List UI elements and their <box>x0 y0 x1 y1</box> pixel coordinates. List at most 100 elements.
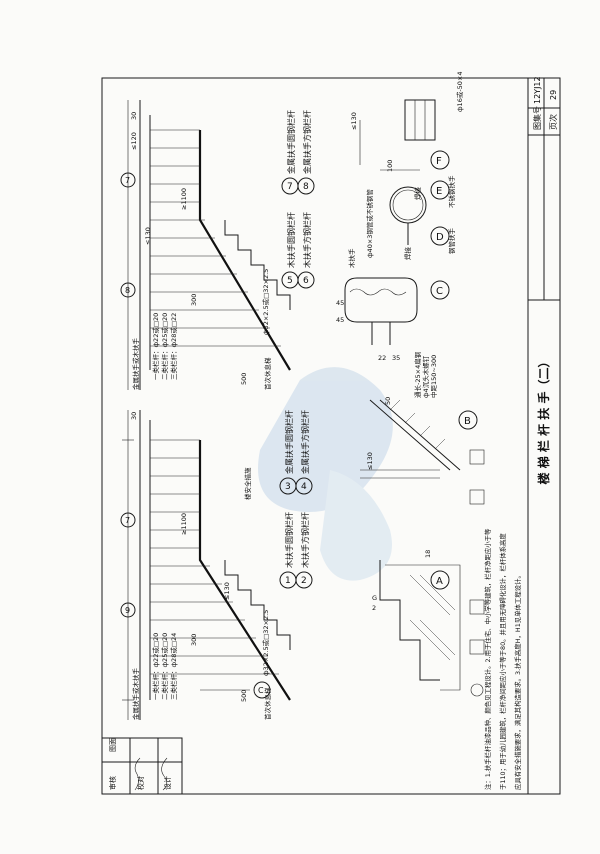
right-stair-elevation: 7 8 金属扶手或木扶手 一类栏杆：ф22或□20 二类栏杆：ф25或□20 三… <box>120 100 291 391</box>
detail-c-circle <box>430 280 450 300</box>
right-marker-top-circle <box>120 172 136 188</box>
detail-de-spec: ф40×3钢管或不锈钢管 <box>365 189 374 258</box>
legend-6-num: 6 <box>303 276 309 286</box>
right-floor-note: 首次休息梯 <box>263 357 272 390</box>
legend-2-text: 木扶手方钢栏杆 <box>300 512 310 568</box>
marker-top-text: 7 <box>125 516 130 525</box>
signature-column: 审核 校对 设计 图面 <box>101 737 183 795</box>
left-dim-1100: ≥1100 <box>180 513 188 535</box>
legend-3-num: 3 <box>285 482 291 492</box>
detail-a-circle <box>430 570 450 590</box>
detail-de-weld: 焊接 <box>413 187 422 201</box>
detail-b: B ≤130 50 <box>360 397 485 505</box>
right-pipe-spec: ф32×2.5或□32×2.5 <box>261 269 270 335</box>
right-dim-500: 500 <box>240 373 248 385</box>
right-spec-3: 三类栏杆：ф28或□22 <box>169 313 178 380</box>
detail-e-label: 不锈钢扶手 <box>447 175 456 208</box>
detail-f-spec: ф16或-50×4 <box>455 71 464 112</box>
sig-label-1: 审核 <box>108 776 117 790</box>
legend-7-text: 金属扶手圆钢栏杆 <box>286 110 296 174</box>
marker-top-circle <box>120 512 136 528</box>
detail-c-flat-bar: 通长-25×4扁钢 <box>413 351 422 398</box>
left-pipe-spec: ф32×2.5或□32×2.5 <box>261 610 270 676</box>
detail-b-letter: B <box>464 416 471 427</box>
detail-c-dim-4: 45 <box>336 316 344 324</box>
detail-c-screw-2: 中距150~300 <box>429 355 438 398</box>
detail-c-dim-2: 22 <box>378 354 386 362</box>
left-spec-3: 三类栏杆：ф28或□24 <box>169 633 178 700</box>
marker-side-circle <box>120 602 136 618</box>
right-top-label: 金属扶手或木扶手 <box>131 338 140 391</box>
right-marker-top-text: 7 <box>125 176 130 185</box>
left-dim-30: 30 <box>130 412 138 420</box>
detail-b-50: 50 <box>384 397 392 405</box>
legend-8-circle <box>297 177 315 195</box>
right-marker-side-circle <box>120 282 136 298</box>
detail-a-2: 2 <box>372 604 376 612</box>
atlas-label: 图集号 <box>532 106 542 130</box>
detail-f-100: 100 <box>386 160 394 172</box>
right-spec-2: 二类栏杆：ф25或□20 <box>160 313 169 380</box>
legend-8-num: 8 <box>303 182 309 192</box>
sheet-frame <box>101 77 561 795</box>
detail-a-letter: A <box>436 576 443 587</box>
left-floor-note: 首次休息梯 <box>263 687 272 720</box>
left-dim-500: 500 <box>240 690 248 702</box>
signature-scribble-1 <box>134 757 141 791</box>
legend-4-text: 金属扶手方钢栏杆 <box>300 410 310 474</box>
detail-a-g: G <box>372 594 377 602</box>
detail-e-letter: E <box>436 186 442 197</box>
detail-e-circle <box>430 180 450 200</box>
atlas-number: 12YJ12 <box>533 76 542 104</box>
legend-5-text: 木扶手圆钢栏杆 <box>286 212 296 268</box>
sheet-title: 楼 梯 栏 杆 扶 手（二） <box>536 356 551 485</box>
note-line-1: 注：1.扶手栏杆油漆品种、颜色见工程设计。2.用于住宅、中小学等建筑，栏杆净距应… <box>483 528 492 790</box>
notes: 注：1.扶手栏杆油漆品种、颜色见工程设计。2.用于住宅、中小学等建筑，栏杆净距应… <box>483 528 522 790</box>
legend-6-text: 木扶手方钢栏杆 <box>302 212 312 268</box>
note-line-3: 应具有安全措施要求，满足其构造要求。3.扶手高度H，H1见单体工程设计。 <box>513 572 522 790</box>
right-dim-120: ≤120 <box>130 132 138 150</box>
legend-1-num: 1 <box>285 576 291 586</box>
detail-c-dim-1: 35 <box>392 354 400 362</box>
legend-3-text: 金属扶手圆钢栏杆 <box>284 410 294 474</box>
stamp-text: 图面 <box>109 738 117 752</box>
detail-f-dim: ≤130 <box>350 112 358 130</box>
detail-c-dim-3: 45 <box>336 299 344 307</box>
marker-c-circle <box>253 681 271 699</box>
sig-label-2: 校对 <box>136 776 145 790</box>
detail-c-letter: C <box>436 286 443 297</box>
marker-c-text: C <box>258 686 264 695</box>
right-dim-30: 30 <box>130 112 138 120</box>
note-line-2: 于110；用于幼儿园建筑，栏杆净间距应小于等于80。并且用无障碍化设计，栏杆体系… <box>498 533 507 790</box>
right-dim-130: ≤130 <box>144 227 152 245</box>
left-spec-2: 二类栏杆：ф25或□20 <box>160 633 169 700</box>
right-dim-1100: ≥1100 <box>180 188 188 210</box>
left-safety-note: 楼安全措施 <box>243 467 252 500</box>
detail-f-circle <box>430 150 450 170</box>
legend-8-text: 金属扶手方钢栏杆 <box>302 110 312 174</box>
signature-scribble-2 <box>161 757 168 791</box>
watermark <box>258 367 393 581</box>
detail-de: D 钢管扶手 E 不锈钢扶手 ф40×3钢管或不锈钢管 焊接 <box>365 175 456 258</box>
sig-label-3: 设计 <box>163 776 172 790</box>
page-label: 页次 <box>548 114 558 130</box>
detail-c-screw: ф4沉头木螺钉 <box>421 355 430 398</box>
legend-1-text: 木扶手圆钢栏杆 <box>284 512 294 568</box>
right-dim-300: 300 <box>190 294 198 306</box>
legend-right: 5 木扶手圆钢栏杆 6 木扶手方钢栏杆 7 金属扶手圆钢栏杆 8 金属扶手方钢栏… <box>281 110 315 289</box>
left-top-label: 金属扶手或木扶手 <box>131 668 140 721</box>
title-block: 图集号 12YJ12 页次 29 楼 梯 栏 杆 扶 手（二） <box>527 76 560 794</box>
legend-2-num: 2 <box>301 576 307 586</box>
detail-c-weld: 焊接 <box>403 247 412 261</box>
legend-5-num: 5 <box>287 276 293 286</box>
legend-left: 1 木扶手圆钢栏杆 2 木扶手方钢栏杆 3 金属扶手圆钢栏杆 4 金属扶手方钢栏… <box>279 410 313 589</box>
legend-6-circle <box>297 271 315 289</box>
legend-4-circle <box>295 477 313 495</box>
detail-c: C 木扶手 35 22 45 45 通长-25×4扁钢 ф4沉头木螺钉 中距15… <box>336 247 450 398</box>
marker-side-text: 9 <box>125 606 130 615</box>
detail-f: F ф16或-50×4 ≤130 100 <box>350 71 464 172</box>
left-dim-300: 300 <box>190 634 198 646</box>
detail-d-circle <box>430 226 450 246</box>
detail-a: A G 2 18 <box>372 550 485 697</box>
